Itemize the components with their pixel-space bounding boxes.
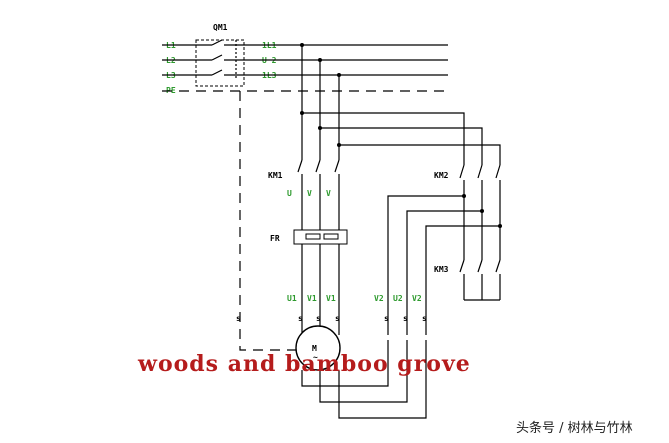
km3-contacts	[459, 259, 501, 300]
fr-element-2	[323, 233, 339, 240]
branch-2	[320, 127, 483, 165]
km1-contacts	[297, 159, 340, 178]
qm1-contacts	[200, 39, 240, 80]
loop-3	[338, 340, 427, 419]
label-v1-a: V1	[307, 294, 317, 303]
svg-text:s: s	[422, 314, 427, 323]
motor-label: M	[312, 344, 317, 353]
label-v-km1-a: V	[307, 189, 312, 198]
cross-3	[425, 225, 500, 335]
km2-contacts	[459, 164, 501, 184]
label-u-km1: U	[287, 189, 292, 198]
pe-drop	[239, 91, 300, 351]
label-v-km1-b: V	[326, 189, 331, 198]
svg-text:s: s	[316, 314, 321, 323]
fr-element-1	[305, 233, 321, 240]
watermark-text: woods and bamboo grove	[137, 351, 471, 377]
credit-text: 头条号 / 树林与竹林	[516, 420, 633, 436]
km2-label: KM2	[434, 171, 449, 180]
cross-2	[406, 210, 482, 335]
svg-text:s: s	[236, 314, 241, 323]
label-u2: U2	[393, 294, 403, 303]
branch-1	[302, 112, 465, 165]
qm1-label: QM1	[213, 23, 228, 32]
label-v2-b: V2	[412, 294, 422, 303]
loop-2	[319, 340, 408, 403]
km1-label: KM1	[268, 171, 283, 180]
label-v1-b: V1	[326, 294, 336, 303]
svg-text:s: s	[335, 314, 340, 323]
svg-text:s: s	[298, 314, 303, 323]
label-u1: U1	[287, 294, 297, 303]
branch-3	[339, 144, 501, 165]
loop-1	[301, 340, 389, 387]
km3-label: KM3	[434, 265, 449, 274]
cross-1	[387, 195, 464, 335]
terminals-right: s s s	[384, 314, 427, 323]
motor-tilde: ~	[313, 353, 318, 362]
svg-text:s: s	[403, 314, 408, 323]
terminals-left: s s s s	[236, 314, 340, 323]
qm1-breaker-box	[195, 39, 245, 87]
fr-label: FR	[270, 234, 280, 243]
svg-text:s: s	[384, 314, 389, 323]
label-v2-a: V2	[374, 294, 384, 303]
motor-circle	[295, 325, 341, 371]
